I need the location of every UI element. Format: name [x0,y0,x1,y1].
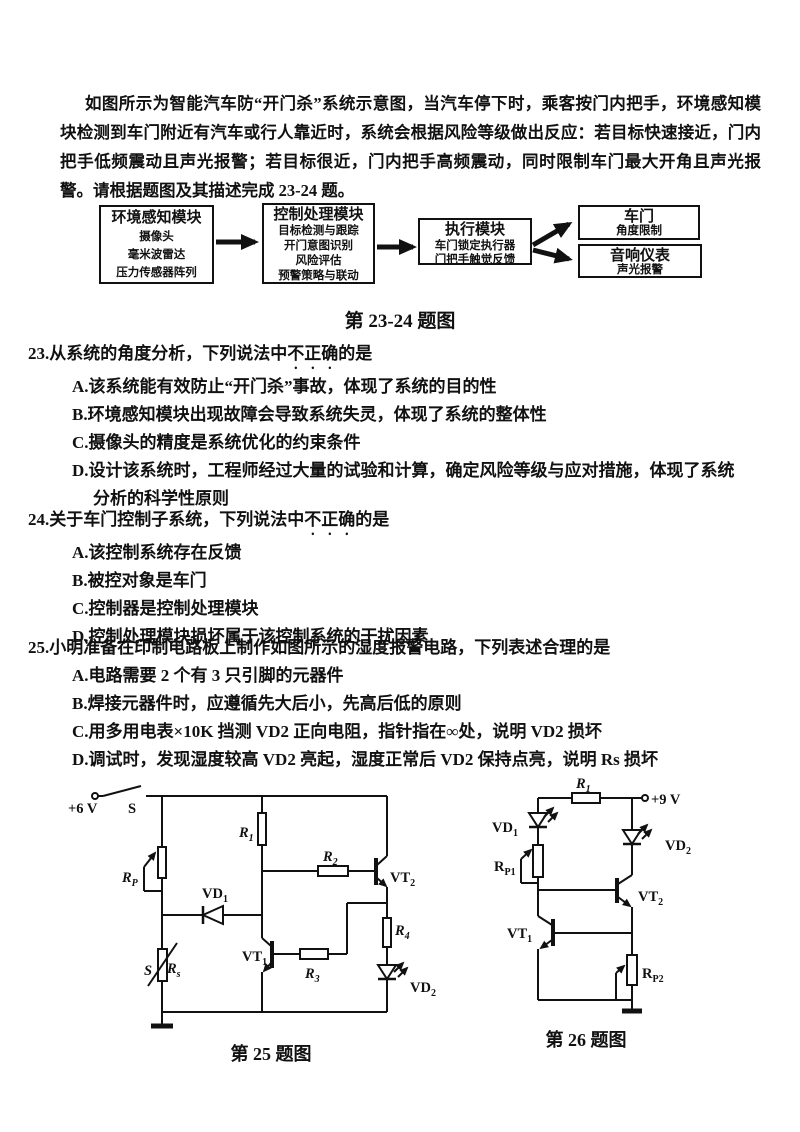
switch-icon [102,785,142,797]
potentiometer-rp1 [520,844,544,884]
resistor-r2 [262,865,375,877]
question-25-option-d: D.调试时，发现湿度较高 VD2 亮起，湿度正常后 VD2 保持点亮，说明 Rs… [72,750,659,769]
flow-box-control: 控制处理模块 目标检测与跟踪 开门意图识别 风险评估 预警策略与联动 [262,203,375,284]
flow-box-title: 音响仪表 [609,248,670,264]
label-switch-s: S [128,801,136,817]
flow-box-line: 开门意图识别 [284,240,353,252]
stem-text: 24.关于车门控制子系统，下列说法中 [28,510,305,529]
label-r3: R3 [304,966,320,985]
label-vt1: VT1 [507,926,532,945]
flow-diagram-caption: 第 23-24 题图 [344,311,456,332]
stem-text: 23.从系统的角度分析，下列说法中 [28,344,288,363]
diode-vd1 [162,904,262,926]
label-rp1: RP1 [494,859,516,878]
label-sensor-s: S [144,963,152,979]
flow-box-line: 预警策略与联动 [278,270,359,282]
resistor-r4 [382,903,392,965]
transistor-vt1 [261,937,274,1012]
power-terminal-9v [641,794,649,802]
arrow-actuation-to-door [531,221,573,248]
label-vd2: VD2 [410,980,436,999]
led-vd2 [376,961,409,1012]
ground-icon [622,1000,642,1014]
flow-arrows [216,221,573,264]
label-vt2: VT2 [390,870,415,889]
flow-box-title: 控制处理模块 [273,207,364,223]
flow-box-line: 门把手触觉反馈 [434,254,516,266]
label-vt1: VT1 [242,949,267,968]
figure-26-caption: 第 26 题图 [545,1030,627,1050]
label-rp: RP [121,870,139,889]
stem-text: 的是 [338,344,373,363]
intro-paragraph: 如图所示为智能汽车防“开门杀”系统示意图，当汽车停下时，乘客按门内把手，环境感知… [60,94,761,200]
flow-box-line: 风险评估 [295,255,342,267]
label-vt2: VT2 [638,889,663,908]
label-rs: Rs [166,961,181,980]
flow-box-line: 毫米波雷达 [127,249,186,261]
transistor-vt2 [615,850,633,955]
resistor-r3 [273,902,387,960]
ground-icon [151,1012,173,1029]
question-24-stem: 24.关于车门控制子系统，下列说法中不正确的是 [28,506,743,539]
question-24-option-b: B.被控对象是车门 [72,571,207,590]
arrow-actuation-to-audio [532,247,573,264]
flow-box-sensing: 环境感知模块 摄像头 毫米波雷达 压力传感器阵列 [99,205,214,284]
transistor-vt1 [537,890,632,1000]
flow-box-title: 车门 [623,209,654,225]
label-rp2: RP2 [642,966,664,985]
label-vd1: VD1 [492,820,518,839]
flow-box-line: 角度限制 [616,225,662,237]
label-vd2: VD2 [665,838,691,857]
flow-box-line: 压力传感器阵列 [116,267,197,279]
flow-box-title: 执行模块 [444,222,505,238]
question-23: 23.从系统的角度分析，下列说法中不正确的是 A.该系统能有效防止“开门杀”事故… [28,340,743,513]
power-terminal-6v [91,792,103,800]
label-vd1: VD1 [202,886,228,905]
question-25-option-a: A.电路需要 2 个有 3 只引脚的元器件 [72,666,344,685]
flow-box-line: 摄像头 [139,231,174,243]
question-23-option-c: C.摄像头的精度是系统优化的约束条件 [72,433,361,452]
led-vd2 [621,823,653,846]
question-25-option-b: B.焊接元器件时，应遵循先大后小，先高后低的原则 [72,694,462,713]
question-23-option-a: A.该系统能有效防止“开门杀”事故，体现了系统的目的性 [72,377,497,396]
flow-box-line: 目标检测与跟踪 [278,225,359,237]
label-supply-9v: +9 V [651,792,681,808]
flow-box-actuation: 执行模块 车门锁定执行器 门把手触觉反馈 [418,218,532,266]
stem-text: 的是 [355,510,390,529]
flow-box-title: 环境感知模块 [111,210,202,226]
question-24: 24.关于车门控制子系统，下列说法中不正确的是 A.该控制系统存在反馈 B.被控… [28,506,743,651]
led-vd1 [527,806,559,829]
stem-text: 25.小明准备在印制电路板上制作如图所示的湿度报警电路，下列表述合理的是 [28,638,611,657]
question-23-option-b: B.环境感知模块出现故障会导致系统失灵，体现了系统的整体性 [72,405,547,424]
figure-25-caption: 第 25 题图 [230,1044,312,1064]
circuit-figure-25: +6 V S RP VD1 R1 R2 VT2 VT1 R3 R4 VD2 S … [68,785,436,1029]
label-supply-6v: +6 V [68,801,98,817]
question-25-option-c: C.用多用电表×10K 挡测 VD2 正向电阻，指针指在∞处，说明 VD2 损坏 [72,722,602,741]
label-r1: R1 [238,825,254,844]
question-25-stem: 25.小明准备在印制电路板上制作如图所示的湿度报警电路，下列表述合理的是 [28,634,743,662]
question-25: 25.小明准备在印制电路板上制作如图所示的湿度报警电路，下列表述合理的是 A.电… [28,634,743,774]
question-23-stem: 23.从系统的角度分析，下列说法中不正确的是 [28,340,743,373]
stem-emphasis: 不正确 [304,510,356,529]
question-23-option-d: D.设计该系统时，工程师经过大量的试验和计算，确定风险等级与应对措施，体现了系统… [72,461,735,508]
label-r1: R1 [575,776,591,795]
stem-emphasis: 不正确 [287,344,339,363]
flow-box-line: 车门锁定执行器 [434,240,516,252]
transistor-vt2 [374,796,388,903]
flow-box-audio: 音响仪表 声光报警 [578,244,702,278]
potentiometer-rp2 [615,954,638,1000]
resistor-r1 [257,812,267,846]
question-24-option-c: C.控制器是控制处理模块 [72,599,259,618]
circuit-figure-26: R1 +9 V VD1 RP1 VD2 VT2 VT1 RP2 [492,776,691,1014]
label-r4: R4 [394,923,410,942]
label-r2: R2 [322,849,338,868]
question-24-option-a: A.该控制系统存在反馈 [72,543,242,562]
flow-box-line: 声光报警 [617,264,663,276]
flow-box-door: 车门 角度限制 [578,205,700,240]
system-flow-diagram: 环境感知模块 摄像头 毫米波雷达 压力传感器阵列 控制处理模块 目标检测与跟踪 … [95,200,705,335]
question-24-option-d: D.控制处理模块损坏属于该控制系统的干扰因素 [72,627,429,646]
